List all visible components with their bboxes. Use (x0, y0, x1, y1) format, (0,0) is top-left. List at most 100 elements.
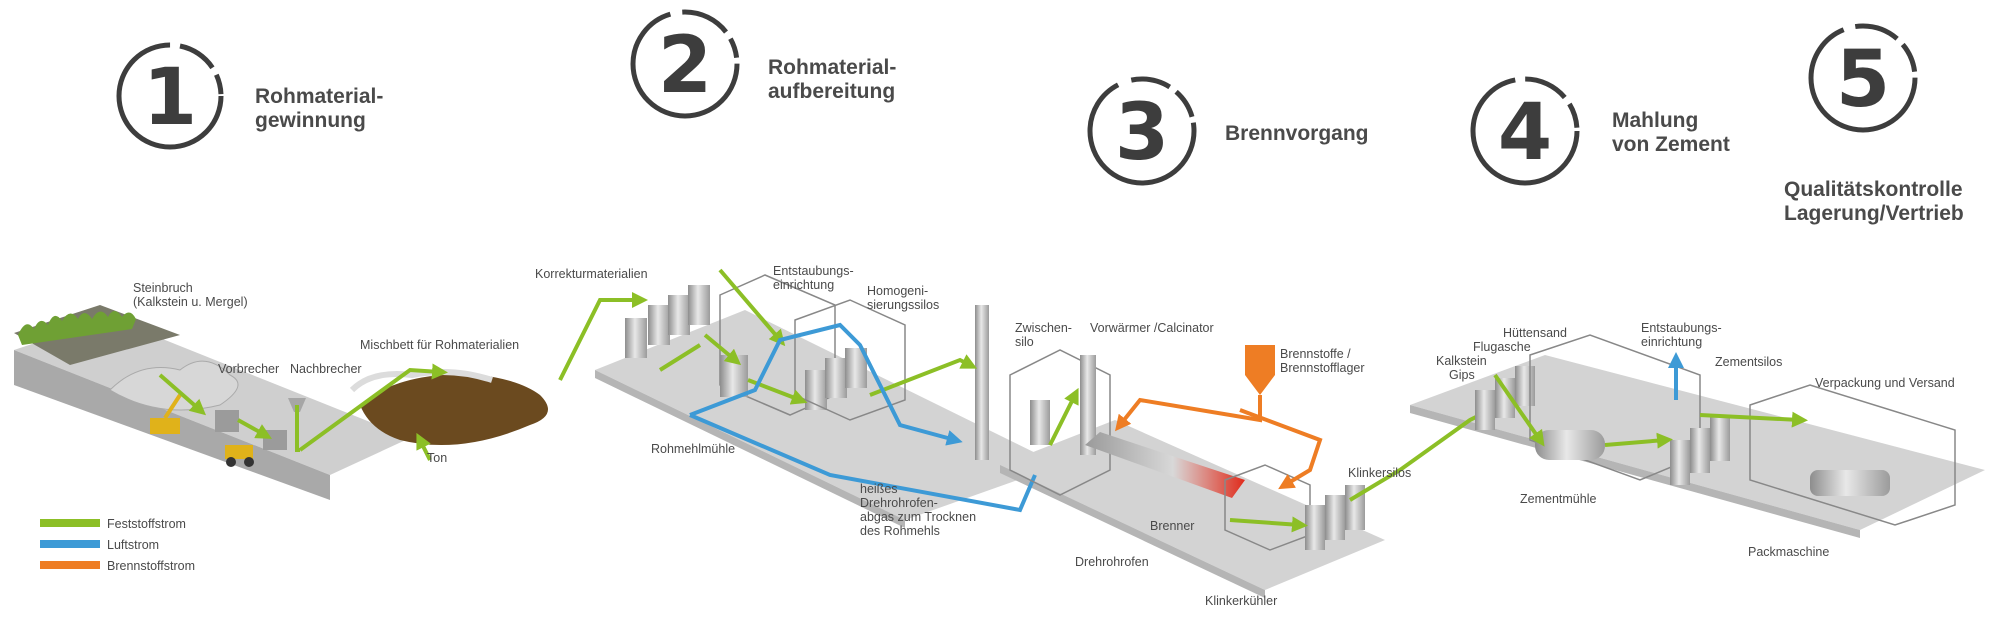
additive-silo (1495, 378, 1515, 418)
label-klinkersilos: Klinkersilos (1348, 466, 1411, 480)
primary-crusher (215, 410, 239, 432)
stage-5-title-line1: Qualitätskontrolle (1784, 178, 1963, 201)
raw-mill (720, 355, 748, 397)
stage-1-ring (116, 42, 224, 150)
cement-mill (1535, 430, 1605, 460)
legend-swatch-fuel (40, 561, 100, 569)
legend-item-air: Luftstrom (40, 538, 159, 552)
label-steinbruch-2: (Kalkstein u. Mergel) (133, 295, 248, 309)
label-huettensand: Hüttensand (1503, 326, 1567, 340)
legend-label-fuel: Brennstoffstrom (107, 559, 195, 573)
label-heisses-2: Drehrohrofen- (860, 496, 938, 510)
legend: Feststoffstrom Luftstrom Brennstoffstrom (40, 517, 195, 573)
label-flugasche: Flugasche (1473, 340, 1531, 354)
stage-1-title-line2: gewinnung (255, 109, 366, 132)
legend-item-solid: Feststoffstrom (40, 517, 186, 531)
stage-4-5-equipment (1475, 334, 1956, 526)
blending-bed (360, 374, 548, 445)
label-heisses-1: heißes (860, 482, 898, 496)
legend-item-fuel: Brennstoffstrom (40, 559, 195, 573)
correction-silo (625, 318, 647, 358)
cement-silo (1690, 428, 1710, 473)
packing-machine (1810, 470, 1890, 496)
label-verpackung: Verpackung und Versand (1815, 376, 1955, 390)
stage-1-number: 1 (143, 53, 197, 143)
stage-5-number: 5 (1836, 35, 1890, 125)
label-brennstoffe-2: Brennstofflager (1280, 361, 1365, 375)
cyclone-stack (1080, 355, 1096, 455)
label-korrekturmaterialien: Korrekturmaterialien (535, 267, 648, 281)
preheater-tower (1009, 349, 1111, 496)
plate-stage-2 (595, 310, 1060, 520)
stage-5-title-line2: Lagerung/Vertrieb (1784, 202, 1964, 225)
plate-stage-3 (1000, 420, 1385, 590)
homogenizing-silo (825, 358, 847, 398)
additive-silo (1475, 390, 1495, 430)
clinker-silo (1305, 505, 1325, 550)
stage-2-header: 2 Rohmaterial- aufbereitung (630, 9, 896, 119)
label-heisses-4: des Rohmehls (860, 524, 940, 538)
rotary-kiln (1085, 432, 1245, 498)
stage-2-ring (630, 9, 740, 119)
quarry-vegetation (18, 311, 136, 345)
label-ton: Ton (427, 451, 447, 465)
packing-building (1749, 384, 1956, 526)
label-homogen-1: Homogeni- (867, 284, 928, 298)
correction-silo (688, 285, 710, 325)
correction-silo (648, 305, 670, 345)
label-drehrohrofen: Drehrohrofen (1075, 555, 1149, 569)
label-homogen-2: sierungssilos (867, 298, 939, 312)
stage-3-title-line1: Brennvorgang (1225, 122, 1369, 145)
label-zementmuehle: Zementmühle (1520, 492, 1596, 506)
legend-label-air: Luftstrom (107, 538, 159, 552)
stage-5-header: 5 Qualitätskontrolle Lagerung/Vertrieb (1784, 23, 1964, 225)
stage-3-header: 3 Brennvorgang (1087, 76, 1369, 186)
stage-1-title-line1: Rohmaterial- (255, 85, 383, 108)
fuel-silo (1245, 345, 1275, 395)
label-gips: Gips (1449, 368, 1475, 382)
label-entstaubung1-1: Entstaubungs- (773, 264, 854, 278)
stage-3-ring (1087, 76, 1197, 186)
chimney (975, 305, 989, 460)
wheel-loader (225, 445, 253, 459)
cement-silo (1670, 440, 1690, 485)
clinker-silo (1325, 495, 1345, 540)
label-mischbett: Mischbett für Rohmaterialien (360, 338, 519, 352)
homogenizing-silo (845, 348, 867, 388)
secondary-crusher (263, 430, 287, 450)
diagram-labels: Steinbruch (Kalkstein u. Mergel) Vorbrec… (133, 264, 1955, 608)
homogenizing-silo (805, 370, 827, 410)
label-kalkstein: Kalkstein (1436, 354, 1487, 368)
label-heisses-3: abgas zum Trocknen (860, 510, 976, 524)
label-steinbruch-1: Steinbruch (133, 281, 193, 295)
label-klinkerkuehler: Klinkerkühler (1205, 594, 1277, 608)
stage-1-equipment (18, 292, 648, 467)
label-packmaschine: Packmaschine (1748, 545, 1829, 559)
stage-4-title-line1: Mahlung (1612, 109, 1698, 132)
excavator (150, 418, 180, 434)
legend-swatch-solid (40, 519, 100, 527)
stage-4-header: 4 Mahlung von Zement (1470, 76, 1730, 186)
label-vorwaermer: Vorwärmer /Calcinator (1090, 321, 1214, 335)
label-zwischensilo-1: Zwischen- (1015, 321, 1072, 335)
stage-4-title-line2: von Zement (1612, 133, 1730, 156)
legend-label-solid: Feststoffstrom (107, 517, 186, 531)
stage-4-ring (1470, 76, 1580, 186)
additive-silo (1515, 366, 1535, 406)
stage-5-ring (1808, 23, 1918, 133)
label-rohmehlmuehle: Rohmehlmühle (651, 442, 735, 456)
legend-swatch-air (40, 540, 100, 548)
stage-3-number: 3 (1115, 88, 1169, 178)
stage-2-number: 2 (658, 21, 712, 111)
stage-2-title-line2: aufbereitung (768, 80, 895, 103)
intermediate-silo (1030, 400, 1050, 445)
label-entstaubung1-2: einrichtung (773, 278, 834, 292)
stage-1-header: 1 Rohmaterial- gewinnung (116, 42, 383, 150)
stage-2-equipment (625, 268, 1037, 513)
label-zwischensilo-2: silo (1015, 335, 1034, 349)
label-zementsilos: Zementsilos (1715, 355, 1782, 369)
label-vorbrecher: Vorbrecher (218, 362, 279, 376)
label-brenner: Brenner (1150, 519, 1194, 533)
label-nachbrecher: Nachbrecher (290, 362, 362, 376)
